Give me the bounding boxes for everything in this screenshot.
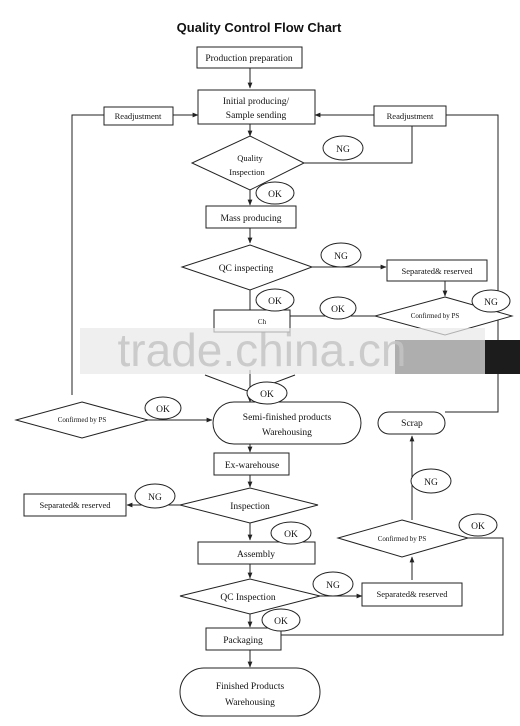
tag-ok-qc-inspection: OK <box>261 608 301 632</box>
svg-text:OK: OK <box>268 297 282 307</box>
tag-ok-check: OK <box>246 381 288 405</box>
tag-ok-ps2: OK <box>144 396 182 420</box>
svg-text:QC Inspection: QC Inspection <box>220 593 275 603</box>
svg-text:OK: OK <box>284 530 298 540</box>
svg-text:Confirmed by PS: Confirmed by PS <box>58 416 107 424</box>
svg-text:Readjustment: Readjustment <box>115 111 162 121</box>
process-separated-reserved-2: Separated& reserved <box>23 493 127 517</box>
process-packaging: Packaging <box>205 627 282 651</box>
terminal-scrap: Scrap <box>377 411 446 435</box>
chart-title: Quality Control Flow Chart <box>177 20 342 35</box>
svg-text:Separated& reserved: Separated& reserved <box>39 500 111 510</box>
svg-text:OK: OK <box>274 617 288 627</box>
svg-text:Packaging: Packaging <box>223 636 263 646</box>
tag-ng-inspection: NG <box>134 483 176 509</box>
svg-text:Readjustment: Readjustment <box>387 111 434 121</box>
tag-ok-inspection: OK <box>270 521 312 545</box>
svg-text:Separated& reserved: Separated& reserved <box>401 266 473 276</box>
decision-quality-inspection: Quality Inspection <box>190 135 306 191</box>
terminal-semi-finished-warehousing: Semi-finished products Warehousing <box>212 401 362 445</box>
process-initial-producing: Initial producing/ Sample sending <box>197 89 316 125</box>
decision-confirmed-by-ps-2: Confirmed by PS <box>14 401 150 439</box>
svg-text:Separated& reserved: Separated& reserved <box>376 589 448 599</box>
svg-text:Production preparation: Production preparation <box>205 54 293 64</box>
svg-text:OK: OK <box>260 390 274 400</box>
svg-text:NG: NG <box>334 252 348 262</box>
process-assembly: Assembly <box>197 541 316 565</box>
tag-ng-scrap: NG <box>410 468 452 494</box>
svg-text:Confirmed by PS: Confirmed by PS <box>411 312 460 320</box>
svg-text:Initial producing/: Initial producing/ <box>223 97 290 107</box>
svg-text:Confirmed by PS: Confirmed by PS <box>378 535 427 543</box>
tag-ng-quality: NG <box>322 135 364 161</box>
tag-ng-qc-inspection: NG <box>312 571 354 597</box>
terminal-finished-products-warehousing: Finished Products Warehousing <box>179 667 321 717</box>
svg-text:NG: NG <box>148 493 162 503</box>
tag-ng-ps1: NG <box>471 289 511 313</box>
tag-ng-qc: NG <box>320 242 362 268</box>
svg-text:Inspection: Inspection <box>229 167 265 177</box>
svg-text:Scrap: Scrap <box>401 419 423 429</box>
process-separated-reserved-3: Separated& reserved <box>361 582 463 607</box>
svg-text:NG: NG <box>326 581 340 591</box>
process-readjustment-right: Readjustment <box>373 105 447 127</box>
decision-qc-inspecting: QC inspecting <box>180 244 314 291</box>
tag-ok-ps1: OK <box>319 296 357 320</box>
process-separated-reserved-1: Separated& reserved <box>386 259 488 282</box>
decision-qc-inspection: QC Inspection <box>179 578 321 615</box>
svg-text:OK: OK <box>156 405 170 415</box>
process-production-preparation: Production preparation <box>196 46 303 69</box>
svg-text:Inspection: Inspection <box>230 502 270 512</box>
process-mass-producing: Mass producing <box>205 205 297 229</box>
process-ex-warehouse: Ex-warehouse <box>213 452 290 476</box>
svg-text:Assembly: Assembly <box>237 550 275 560</box>
watermark: trade.china.cn <box>80 324 485 376</box>
svg-text:NG: NG <box>484 298 498 308</box>
svg-text:Ch: Ch <box>258 318 267 326</box>
svg-text:Warehousing: Warehousing <box>262 428 312 438</box>
svg-text:Warehousing: Warehousing <box>225 698 275 708</box>
svg-text:OK: OK <box>268 190 282 200</box>
svg-text:Mass producing: Mass producing <box>221 214 282 224</box>
tag-ok-ps3: OK <box>458 513 498 537</box>
svg-text:OK: OK <box>471 522 485 532</box>
decision-confirmed-by-ps-3: Confirmed by PS <box>336 519 470 558</box>
svg-text:Finished Products: Finished Products <box>216 682 285 692</box>
svg-text:Quality: Quality <box>237 153 263 163</box>
svg-text:Ex-warehouse: Ex-warehouse <box>225 461 279 471</box>
svg-text:QC inspecting: QC inspecting <box>219 264 274 274</box>
svg-text:OK: OK <box>331 305 345 315</box>
process-readjustment-left: Readjustment <box>103 106 174 126</box>
tag-ok-quality: OK <box>255 181 295 205</box>
tag-ok-qc: OK <box>255 288 295 312</box>
svg-text:Semi-finished products: Semi-finished products <box>243 412 332 423</box>
svg-text:trade.china.cn: trade.china.cn <box>118 324 407 376</box>
svg-text:NG: NG <box>336 145 350 155</box>
svg-text:NG: NG <box>424 478 438 488</box>
decision-inspection: Inspection <box>179 487 319 524</box>
svg-text:Sample sending: Sample sending <box>226 111 287 121</box>
